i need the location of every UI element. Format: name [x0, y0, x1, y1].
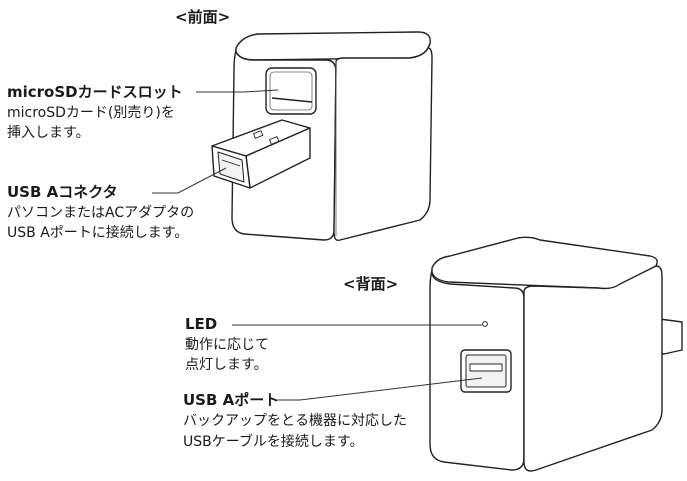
leader-usb-port: [274, 377, 483, 401]
microsd-slot-desc-line2: 挿入します。: [7, 125, 90, 141]
leader-microsd: [196, 89, 279, 93]
leader-usb-connector: [152, 167, 227, 194]
front-device: [231, 31, 433, 242]
microsd-slot-label: microSDカードスロット: [7, 83, 183, 101]
usb-a-connector-desc-line1: パソコンまたはACアダプタの: [7, 205, 195, 221]
back-section-title: <背面>: [343, 275, 399, 293]
led-indicator: [482, 321, 488, 327]
back-device: [429, 236, 683, 472]
usb-a-connector-desc-line2: USB Aポートに接続します。: [7, 225, 189, 241]
front-section-title: <前面>: [175, 8, 231, 26]
led-desc-line2: 点灯します。: [185, 357, 268, 373]
led-label: LED: [185, 315, 218, 333]
usb-a-port: [460, 349, 512, 393]
back-cube-right-face: [523, 265, 663, 472]
microsd-slot: [265, 67, 317, 115]
front-cube-right-face: [333, 47, 433, 242]
leader-lines: [152, 89, 483, 401]
back-cube-top-face: [431, 236, 658, 290]
front-cube-top-face: [235, 31, 431, 61]
usb-a-port-label: USB Aポート: [183, 391, 280, 409]
usb-a-port-desc-line1: バックアップをとる機器に対応した: [183, 413, 407, 429]
microsd-slot-desc-line1: microSDカード(別売り)を: [7, 105, 175, 121]
usb-a-port-desc-line2: USBケーブルを接続します。: [183, 434, 364, 450]
usb-a-connector-label: USB Aコネクタ: [7, 183, 118, 201]
led-desc-line1: 動作に応じて: [185, 337, 269, 353]
usb-a-plug: [211, 119, 311, 189]
